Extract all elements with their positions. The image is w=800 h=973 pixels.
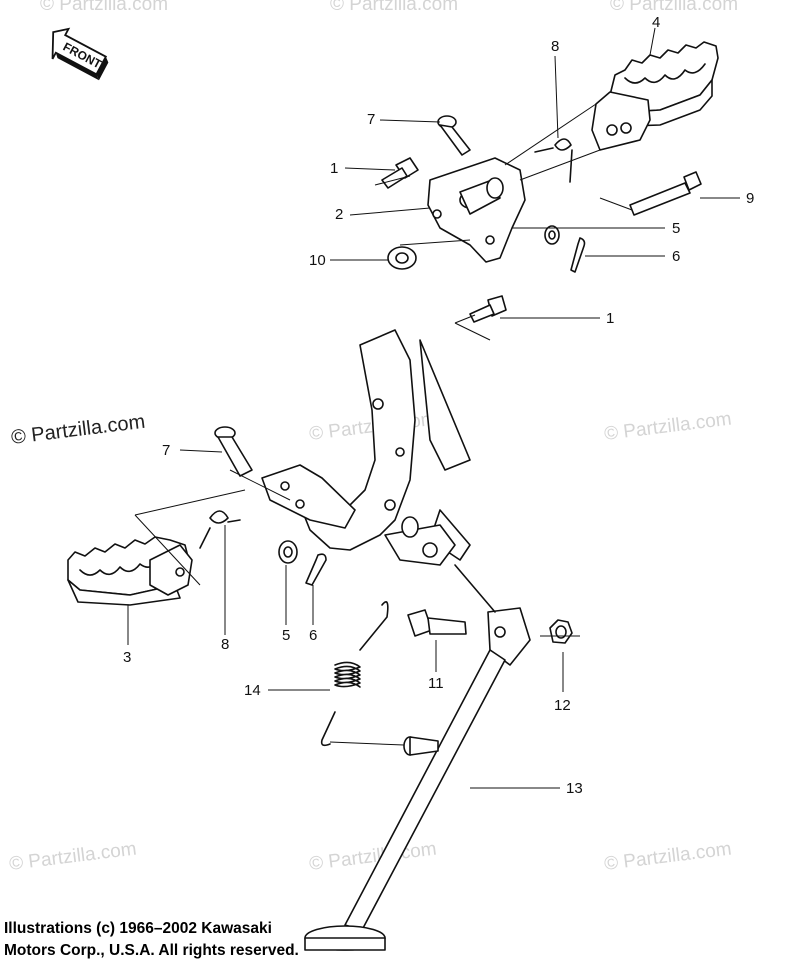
spring-lower (199, 510, 241, 549)
watermark-text: © Partzilla.com (308, 839, 438, 875)
callout-3: 3 (123, 649, 131, 666)
callout-11: 11 (428, 675, 444, 692)
side-stand (304, 564, 531, 951)
footpeg-bracket (427, 157, 526, 263)
callout-labels: 7 8 4 1 2 10 9 5 6 1 7 3 8 5 6 11 12 14 … (123, 14, 754, 797)
callout-5-upper: 5 (672, 220, 680, 237)
copyright-notice: Illustrations (c) 1966–2002 Kawasaki Mot… (4, 918, 299, 962)
bolt-middle (469, 295, 507, 323)
callout-9: 9 (746, 190, 754, 207)
watermark-text: © Partzilla.com (8, 839, 138, 875)
stand-bolt (407, 609, 467, 637)
copyright-line-2: Motors Corp., U.S.A. All rights reserved… (4, 942, 299, 959)
spring-post (403, 736, 439, 756)
callout-4: 4 (652, 14, 660, 31)
callout-1-upper: 1 (330, 160, 338, 177)
pivot-pin-upper (437, 115, 471, 156)
copyright-line-1: Illustrations (c) 1966–2002 Kawasaki (4, 920, 272, 937)
footpeg-right (591, 41, 719, 151)
watermark-text: © Partzilla.com (40, 0, 168, 15)
footpeg-left (67, 536, 193, 606)
pivot-pin-lower (214, 426, 253, 477)
callout-10: 10 (309, 252, 326, 269)
watermark-text: © Partzilla.com (330, 0, 458, 15)
callout-7-upper: 7 (367, 111, 375, 128)
stand-nut (549, 619, 573, 644)
watermark-text: © Partzilla.com (603, 839, 733, 875)
washer-upper (544, 225, 560, 245)
bolt-upper (381, 157, 419, 189)
front-arrow-icon: FRONT (51, 27, 109, 81)
callout-7-lower: 7 (162, 442, 170, 459)
flange-nut (387, 246, 417, 270)
stand-spring (320, 601, 389, 747)
washer-lower (278, 540, 298, 564)
callout-6-lower: 6 (309, 627, 317, 644)
callout-2: 2 (335, 206, 343, 223)
watermark-main-text: © Partzilla.com (10, 411, 146, 449)
footpeg-bracket-left (261, 464, 356, 529)
watermark-text: © Partzilla.com (610, 0, 738, 15)
callout-12: 12 (554, 697, 571, 714)
callout-14: 14 (244, 682, 261, 699)
leader-lines-lower (127, 449, 314, 645)
callout-8-lower: 8 (221, 636, 229, 653)
callout-8-upper: 8 (551, 38, 559, 55)
watermark-text: © Partzilla.com (603, 409, 733, 445)
frame-section (299, 329, 471, 566)
cotter-pin-lower (305, 553, 327, 586)
cotter-pin-upper (570, 237, 586, 273)
long-bolt (629, 171, 702, 216)
callout-5-lower: 5 (282, 627, 290, 644)
leader-lines-stand (268, 635, 580, 789)
callout-13: 13 (566, 780, 583, 797)
callout-6-upper: 6 (672, 248, 680, 265)
leader-lines-upper (330, 27, 740, 341)
callout-1-middle: 1 (606, 310, 614, 327)
spring-upper (534, 138, 573, 183)
